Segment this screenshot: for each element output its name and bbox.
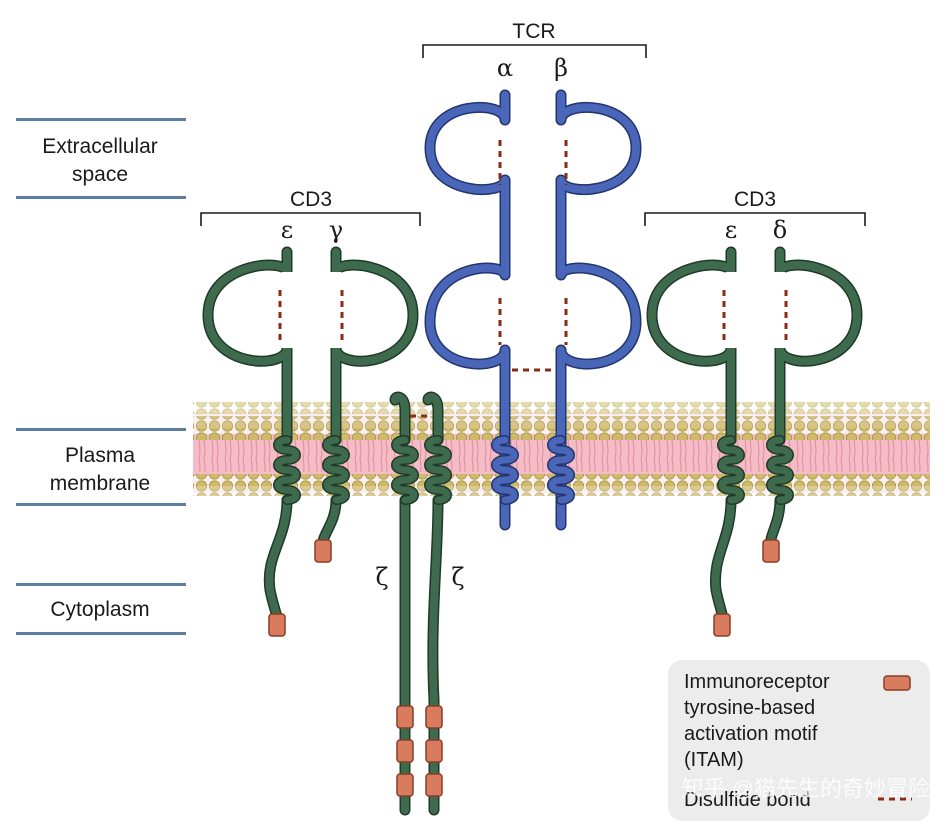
helix-zeta-left	[391, 435, 419, 505]
helix-cd3-right-epsilon	[717, 435, 745, 505]
helix-cd3-left-epsilon	[273, 435, 301, 505]
cd3-left-label: CD3	[290, 188, 332, 211]
cd3-left-gamma-label: γ	[329, 216, 343, 244]
helix-tcr-beta	[547, 435, 575, 505]
helix-zeta-right	[424, 435, 452, 505]
region-membrane: Plasma membrane	[16, 428, 186, 506]
legend-itam-line1: Immunoreceptor	[684, 671, 830, 693]
itam-zeta-left-3	[396, 773, 414, 797]
helix-tcr-alpha	[491, 435, 519, 505]
zeta-chain-right	[422, 391, 444, 816]
region-extracellular: Extracellular space	[16, 118, 186, 199]
itam-cd3-left-gamma	[314, 539, 332, 563]
cd3-left-disulfide-bonds	[278, 290, 344, 345]
itam-cd3-right-epsilon	[713, 613, 731, 637]
region-cytoplasm: Cytoplasm	[16, 583, 186, 635]
cd3-right-label: CD3	[734, 188, 776, 211]
itam-zeta-right-3	[425, 773, 443, 797]
region-membrane-line2: membrane	[50, 472, 150, 495]
region-cytoplasm-label: Cytoplasm	[50, 598, 149, 621]
itam-motifs	[268, 539, 780, 797]
helix-cd3-right-delta	[766, 435, 794, 505]
helix-cd3-left-gamma	[322, 435, 350, 505]
tcr-beta-label: β	[554, 54, 568, 82]
region-extracellular-line1: Extracellular	[42, 135, 158, 158]
cd3-left-bracket: CD3 ε γ	[200, 188, 421, 244]
legend-disulfide-label: Disulfide bond	[684, 789, 811, 811]
itam-cd3-right-delta	[762, 539, 780, 563]
watermark: 知乎 @猫先生的奇妙冒险	[682, 776, 930, 801]
legend-itam-line3: activation motif	[684, 723, 818, 745]
itam-zeta-right-1	[425, 705, 443, 729]
cd3-right-bracket: CD3 ε δ	[644, 188, 866, 244]
itam-zeta-right-2	[425, 739, 443, 763]
tcr-beta-chain	[555, 89, 642, 531]
tcr-label: TCR	[512, 20, 555, 43]
tcr-alpha-label: α	[497, 54, 513, 82]
tcr-disulfide-bonds	[498, 140, 568, 372]
transmembrane-helices	[273, 435, 794, 505]
legend: Immunoreceptor tyrosine-based activation…	[668, 660, 930, 821]
zeta-chain-left	[389, 391, 411, 816]
itam-cd3-left-epsilon	[268, 613, 286, 637]
zeta-left-label: ζ	[375, 563, 388, 591]
tcr-alpha-chain	[424, 89, 511, 531]
cd3-right-epsilon-label: ε	[725, 216, 737, 244]
cd3-left-epsilon-label: ε	[281, 216, 293, 244]
cd3-right-delta-label: δ	[773, 216, 787, 244]
zeta-right-label: ζ	[451, 563, 464, 591]
legend-itam-swatch	[883, 675, 911, 691]
legend-itam-line4: (ITAM)	[684, 749, 744, 771]
itam-zeta-left-2	[396, 739, 414, 763]
itam-zeta-left-1	[396, 705, 414, 729]
cd3-right-disulfide-bonds	[722, 290, 788, 345]
region-extracellular-line2: space	[72, 163, 128, 186]
tcr-bracket: TCR α β	[422, 20, 647, 82]
region-membrane-line1: Plasma	[65, 444, 135, 467]
legend-itam-line2: tyrosine-based	[684, 697, 815, 719]
